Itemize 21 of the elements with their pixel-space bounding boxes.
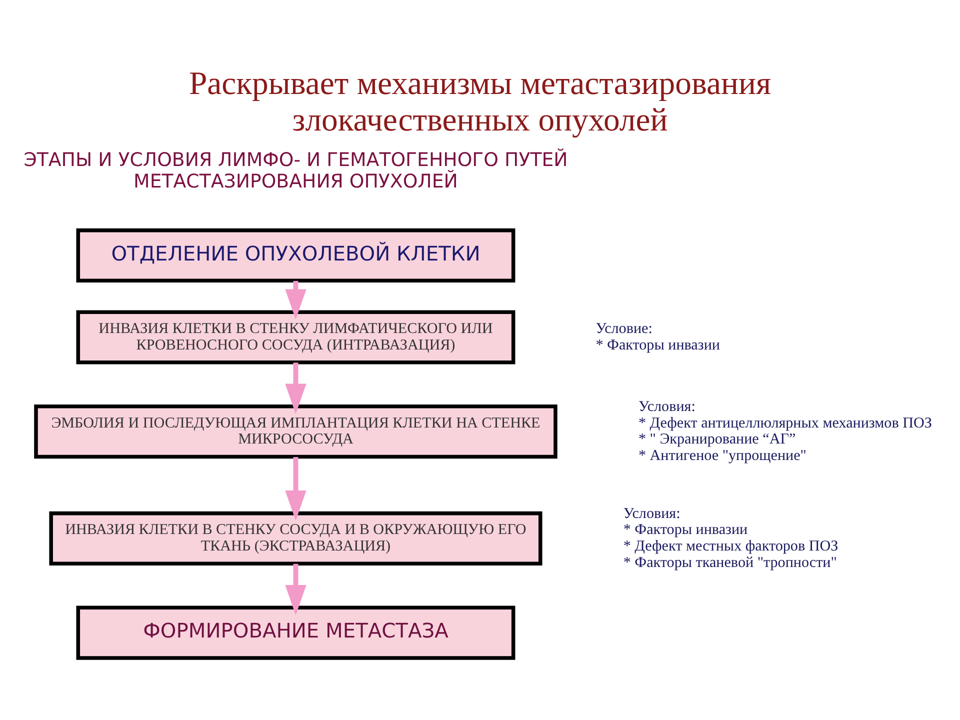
node-label: * Факторы инвазии [623, 522, 748, 538]
node-label: Условие: [596, 320, 652, 336]
node-box: ОТДЕЛЕНИЕ ОПУХОЛЕВОЙ КЛЕТКИ [76, 228, 516, 282]
diagram-title: Раскрывает механизмы метастазирования злокачественных опухолей [188, 66, 772, 138]
node-label: * Факторы тканевой "тропности" [623, 554, 837, 570]
node-box: ЭМБОЛИЯ И ПОСЛЕДУЮЩАЯ ИМПЛАНТАЦИЯ КЛЕТКИ НА СТЕНКЕ МИКРОСОСУДА [34, 404, 558, 458]
arrow [285, 563, 306, 615]
arrow [285, 362, 306, 414]
node-box: ИНВАЗИЯ КЛЕТКИ В СТЕНКУ СОСУДА И В ОКРУЖАЮЩУЮ ЕГО ТКАНЬ (ЭКСТРАВАЗАЦИЯ) [49, 510, 542, 566]
node-label: Условия: [638, 398, 696, 414]
node-label: Условия: [623, 505, 680, 522]
node-label: * Антигеное "упрощение" [638, 447, 806, 464]
arrow [285, 456, 306, 520]
label: ЭТАПЫ И УСЛОВИЯ ЛИМФО- И ГЕМАТОГЕННОГО ПУТЕЙ МЕТАСТАЗИРОВАНИЯ ОПУХОЛЕЙ [24, 148, 568, 192]
node-label: * " Экранирование “АГ” [638, 431, 796, 448]
node-label: * Дефект местных факторов ПОЗ [623, 538, 838, 554]
node-box: ФОРМИРОВАНИЕ МЕТАСТАЗА [76, 605, 516, 660]
node-label: * Дефект антицеллюлярных механизмов ПОЗ [638, 414, 932, 431]
node-label: * Факторы инвазии [596, 336, 720, 353]
arrow [285, 280, 306, 320]
node-box: ИНВАЗИЯ КЛЕТКИ В СТЕНКУ ЛИМФАТИЧЕСКОГО ИЛИ КРОВЕНОСНОГО СОСУДА (ИНТРАВАЗАЦИЯ) [76, 310, 516, 364]
